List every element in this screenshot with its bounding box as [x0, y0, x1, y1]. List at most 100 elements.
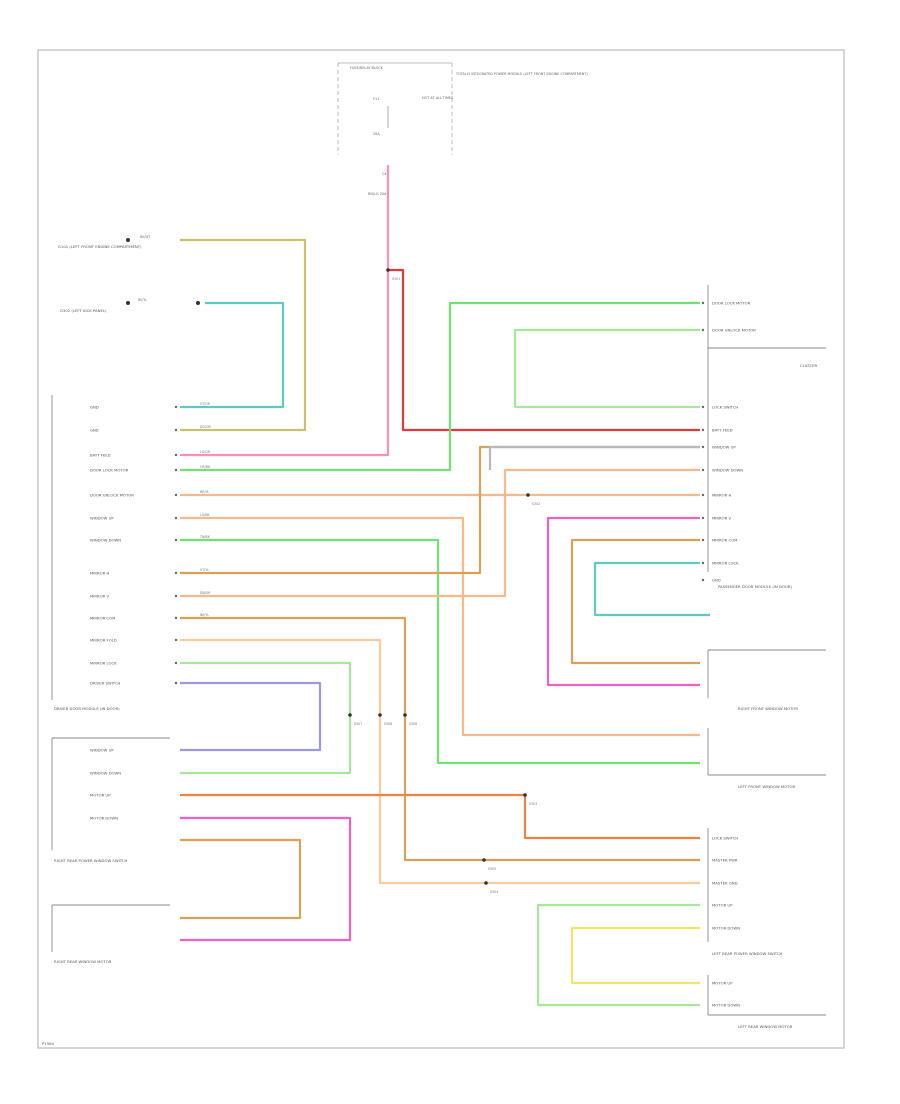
wire-mirror-lock: [180, 661, 352, 775]
fuse-pin: C4: [382, 172, 387, 176]
wire-rr-motor-up: [180, 838, 302, 920]
driver-pin-dot: [174, 493, 178, 497]
splice-dot: [484, 881, 488, 885]
passenger-pin-dot: [701, 538, 705, 542]
rr-pin-label: WINDOW UP: [90, 748, 114, 753]
wire-code: LG/BK: [200, 513, 211, 517]
splice-dot: [348, 713, 352, 717]
wire-door-lock-cluster: [180, 301, 700, 472]
splice-dot: [482, 858, 486, 862]
wire-lr-motor-down: [536, 903, 700, 1007]
passenger-pin-label: LOCK SWITCH: [712, 405, 738, 410]
wire-code: LG/OR: [200, 450, 211, 454]
splice-dot: [403, 713, 407, 717]
driver-pin-label: MIRROR LOCK: [90, 661, 117, 666]
passenger-pin-dot: [701, 578, 705, 582]
passenger-pin-label: WINDOW UP: [712, 445, 736, 450]
wire-rr-motor-down: [180, 816, 352, 942]
passenger-pin-dot: [701, 493, 705, 497]
splice-label: S306: [409, 722, 417, 726]
wire-lr-motor-up: [570, 926, 700, 985]
g302-wire-label: BK/YL: [138, 298, 147, 302]
wire-gray-jumper: [488, 445, 700, 470]
passenger-door-module-pins: DOOR LOCK MOTOR DOOR UNLOCK MOTOR LOCK SWI…: [701, 301, 756, 583]
driver-pin-dot: [174, 616, 178, 620]
driver-pin-dot: [174, 405, 178, 409]
rr-pin-label: MOTOR DOWN: [90, 816, 118, 821]
driver-pin-label: MIRROR V: [90, 594, 110, 599]
wire-layer: [180, 165, 710, 1007]
splice-dot: [526, 493, 530, 497]
fuse-id: F11: [373, 97, 379, 101]
wire-driver-switch: [180, 681, 322, 752]
passenger-pin-label: DOOR LOCK MOTOR: [712, 301, 751, 306]
left-rear-window-motor-label: LEFT REAR WINDOW MOTOR: [738, 1024, 793, 1029]
driver-pin-dot: [174, 661, 178, 665]
right-rear-window-motor-label: RIGHT REAR WINDOW MOTOR: [54, 959, 112, 964]
wire-window-down: [180, 538, 700, 765]
wire-code: DG/OR: [200, 425, 212, 429]
passenger-pin-label: MIRROR COM: [712, 538, 737, 543]
passenger-pin-label: DOOR UNLOCK MOTOR: [712, 328, 756, 333]
wire-batt-feed-driver: [180, 165, 390, 457]
wire-mirror-com: [180, 616, 700, 862]
driver-pin-dot: [174, 571, 178, 575]
g101-label: G101 (LEFT FRONT ENGINE COMPARTMENT): [58, 244, 142, 249]
driver-pin-dot: [174, 638, 178, 642]
driver-pin-dot: [174, 453, 178, 457]
wire-code: DB/OR: [200, 591, 211, 595]
wire-pass-window-down: [546, 516, 700, 687]
wire-mirror-h: [180, 445, 700, 575]
wire-mirror-v: [180, 468, 700, 598]
splice-dot: [386, 268, 390, 272]
passenger-pin-label: MIRROR H: [712, 493, 732, 498]
wire-lock-switch-bus: [180, 793, 700, 840]
driver-pin-dot: [174, 468, 178, 472]
splice-dot: [378, 713, 382, 717]
splice-label: S308: [384, 722, 392, 726]
g302-label: G302 (LEFT KICK PANEL): [60, 308, 107, 313]
hot-at-all-times-label: HOT AT ALL TIMES: [422, 96, 453, 100]
rr-pin-label: WINDOW DOWN: [90, 771, 121, 776]
wire-code: BR/YL: [200, 490, 209, 494]
wire-pass-window-up: [570, 538, 700, 665]
left-rear-power-window-switch-label: LEFT REAR POWER WINDOW SWITCH: [712, 951, 783, 956]
fuse-block-label: FUSE/RELAY BLOCK: [350, 66, 384, 70]
component-outlines: [51, 285, 826, 1016]
cluster-label: CLUSTER: [800, 363, 817, 368]
passenger-pin-dot: [701, 516, 705, 520]
passenger-pin-dot: [701, 301, 705, 305]
passenger-pin-label: WINDOW DOWN: [712, 468, 743, 473]
lr-pin-label: MOTOR UP: [712, 903, 733, 908]
fuse-block: FUSE/RELAY BLOCK F11 20A HOT AT ALL TIME…: [337, 62, 588, 196]
splice-label: S303: [529, 802, 537, 806]
driver-pin-label: BATT FEED: [90, 453, 111, 458]
passenger-pin-dot: [701, 468, 705, 472]
driver-pin-label: WINDOW UP: [90, 516, 114, 521]
left-front-window-motor-label: LEFT FRONT WINDOW MOTOR: [738, 784, 795, 789]
lr-pin-label: MOTOR DOWN: [712, 926, 740, 931]
page-code: P1564: [42, 1041, 55, 1046]
driver-pin-label: GND: [90, 405, 99, 410]
rr-pin-label: MOTOR UP: [90, 793, 111, 798]
driver-pin-label: WINDOW DOWN: [90, 538, 121, 543]
ground-g302: G302 (LEFT KICK PANEL) BK/YL: [60, 298, 200, 313]
ground-g101: G101 (LEFT FRONT ENGINE COMPARTMENT) BK/…: [58, 235, 151, 249]
driver-pin-label: MIRROR COM: [90, 616, 115, 621]
lr-pin-label: MOTOR UP: [712, 981, 733, 986]
rear-switch-pins: WINDOW UP WINDOW DOWN MOTOR UP MOTOR DOWN: [90, 748, 121, 821]
lr-pin-label: MASTER PWR: [712, 858, 738, 863]
splice-label: S305: [488, 867, 496, 871]
passenger-pin-dot: [701, 328, 705, 332]
splice-dot: [523, 793, 527, 797]
right-rear-power-window-switch-label: RIGHT REAR POWER WINDOW SWITCH: [54, 858, 127, 863]
passenger-pin-dot: [701, 428, 705, 432]
driver-pin-label: MIRROR H: [90, 571, 110, 576]
wire-window-up: [180, 516, 700, 737]
splice-label: S301: [392, 277, 400, 281]
passenger-pin-label: GND: [712, 578, 721, 583]
passenger-door-module-label: PASSENGER DOOR MODULE (IN DOOR): [718, 584, 793, 589]
